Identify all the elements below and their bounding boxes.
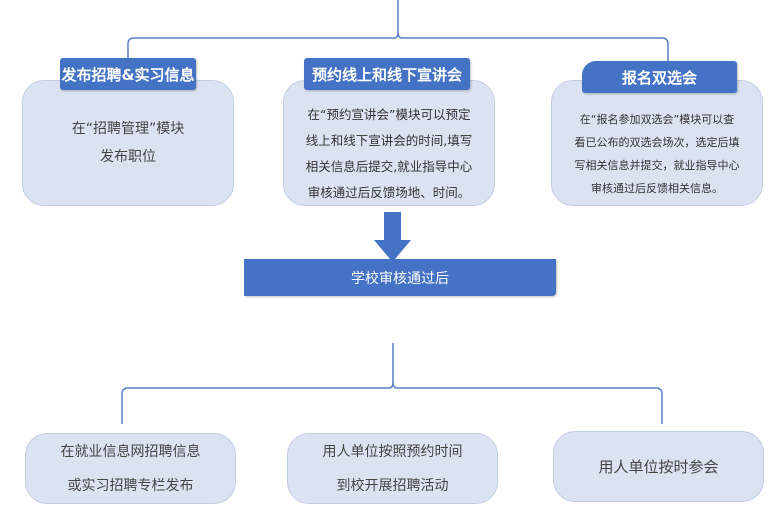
box-text: 审核通过后反馈相关信息。 xyxy=(591,182,723,195)
school-approval-band: 学校审核通过后 xyxy=(244,259,556,296)
header-job-fair: 报名双选会 xyxy=(582,61,737,93)
box-text: 发布职位 xyxy=(99,149,156,165)
box-text: 线上和线下宣讲会的时间,填写 xyxy=(305,133,473,148)
box-text: 审核通过后反馈场地、时间。 xyxy=(307,185,471,200)
top-box-2: 在“预约宣讲会”模块可以预定线上和线下宣讲会的时间,填写相关信息后提交,就业指导… xyxy=(283,80,495,206)
header-post-recruitment: 发布招聘&实习信息 xyxy=(60,58,196,90)
top-box-3: 在“报名参加双选会”模块可以查看已公布的双选会场次，选定后填写相关信息并提交，就… xyxy=(551,80,763,206)
box-text: 在“报名参加双选会”模块可以查 xyxy=(579,113,735,126)
top-box-1: 在“招聘管理”模块发布职位 xyxy=(22,80,234,206)
bottom-brace xyxy=(121,343,663,424)
box-text: 相关信息后提交,就业指导中心 xyxy=(305,159,473,174)
box-text: 用人单位按时参会 xyxy=(598,457,719,476)
box-text: 在就业信息网招聘信息 xyxy=(60,443,201,460)
box-text: 写相关信息并提交，就业指导中心 xyxy=(574,159,740,172)
header-book-presentation: 预约线上和线下宣讲会 xyxy=(304,58,470,90)
box-text: 在“招聘管理”模块 xyxy=(71,121,185,137)
bottom-box-3: 用人单位按时参会 xyxy=(553,431,764,502)
box-text: 到校开展招聘活动 xyxy=(336,477,449,494)
bottom-box-2: 用人单位按照预约时间到校开展招聘活动 xyxy=(287,433,498,504)
box-text: 看已公布的双选会场次，选定后填 xyxy=(574,136,740,149)
box-text: 用人单位按照预约时间 xyxy=(322,443,463,460)
box-text: 在“预约宣讲会”模块可以预定 xyxy=(307,107,471,122)
bottom-box-1: 在就业信息网招聘信息或实习招聘专栏发布 xyxy=(25,433,236,504)
box-text: 或实习招聘专栏发布 xyxy=(67,477,194,494)
top-brace xyxy=(127,0,669,78)
down-arrow-icon xyxy=(374,212,411,262)
